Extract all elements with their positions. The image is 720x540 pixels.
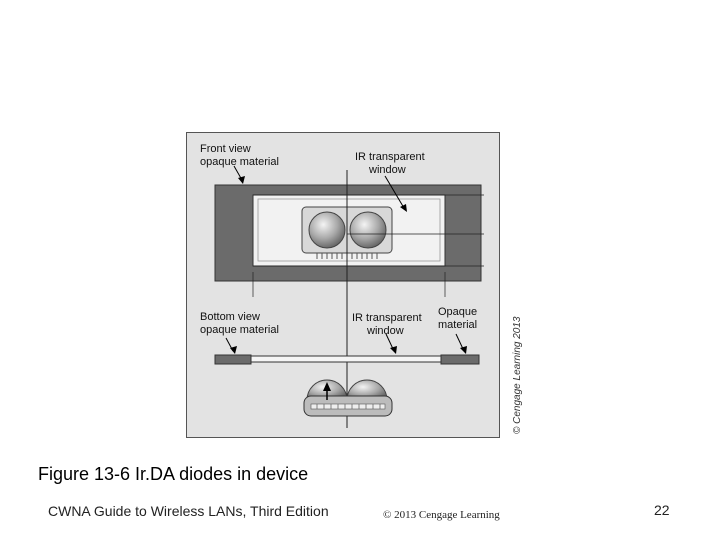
diode-pins-front	[316, 253, 378, 259]
copyright-text: © Cengage Learning 2013	[512, 316, 523, 434]
label-ir-top-line1: IR transparent	[355, 151, 425, 163]
diode-dome-right	[349, 211, 387, 249]
label-ir-bottom-line1: IR transparent	[352, 312, 422, 324]
bottom-opaque-right	[440, 354, 480, 365]
label-ir-top-line2: window	[368, 164, 406, 176]
label-front-view-line1: Front view	[200, 143, 251, 155]
figure-caption: Figure 13-6 Ir.DA diodes in device	[38, 464, 309, 484]
diagram-background	[186, 132, 500, 438]
copyright-vertical-text: © Cengage Learning 2013	[512, 316, 523, 434]
label-bottom-view-line1: Bottom view	[200, 311, 260, 323]
ir-transparent-window-bottom	[250, 355, 442, 363]
label-ir-bottom-line2: window	[366, 325, 404, 337]
label-front-view-line2: opaque material	[200, 156, 279, 168]
bottom-opaque-left	[214, 354, 252, 365]
footer-copyright: © 2013 Cengage Learning	[383, 509, 500, 521]
bottom-diode-dome-right	[346, 379, 388, 401]
label-opaque-line2: material	[438, 319, 477, 331]
label-bottom-view-line2: opaque material	[200, 324, 279, 336]
footer-book-title: CWNA Guide to Wireless LANs, Third Editi…	[48, 503, 329, 519]
page-number: 22	[654, 502, 670, 518]
label-opaque-line1: Opaque	[438, 306, 477, 318]
irda-diode-diagram: Front view opaque material IR transparen…	[186, 132, 500, 438]
diode-dome-left	[308, 211, 346, 249]
